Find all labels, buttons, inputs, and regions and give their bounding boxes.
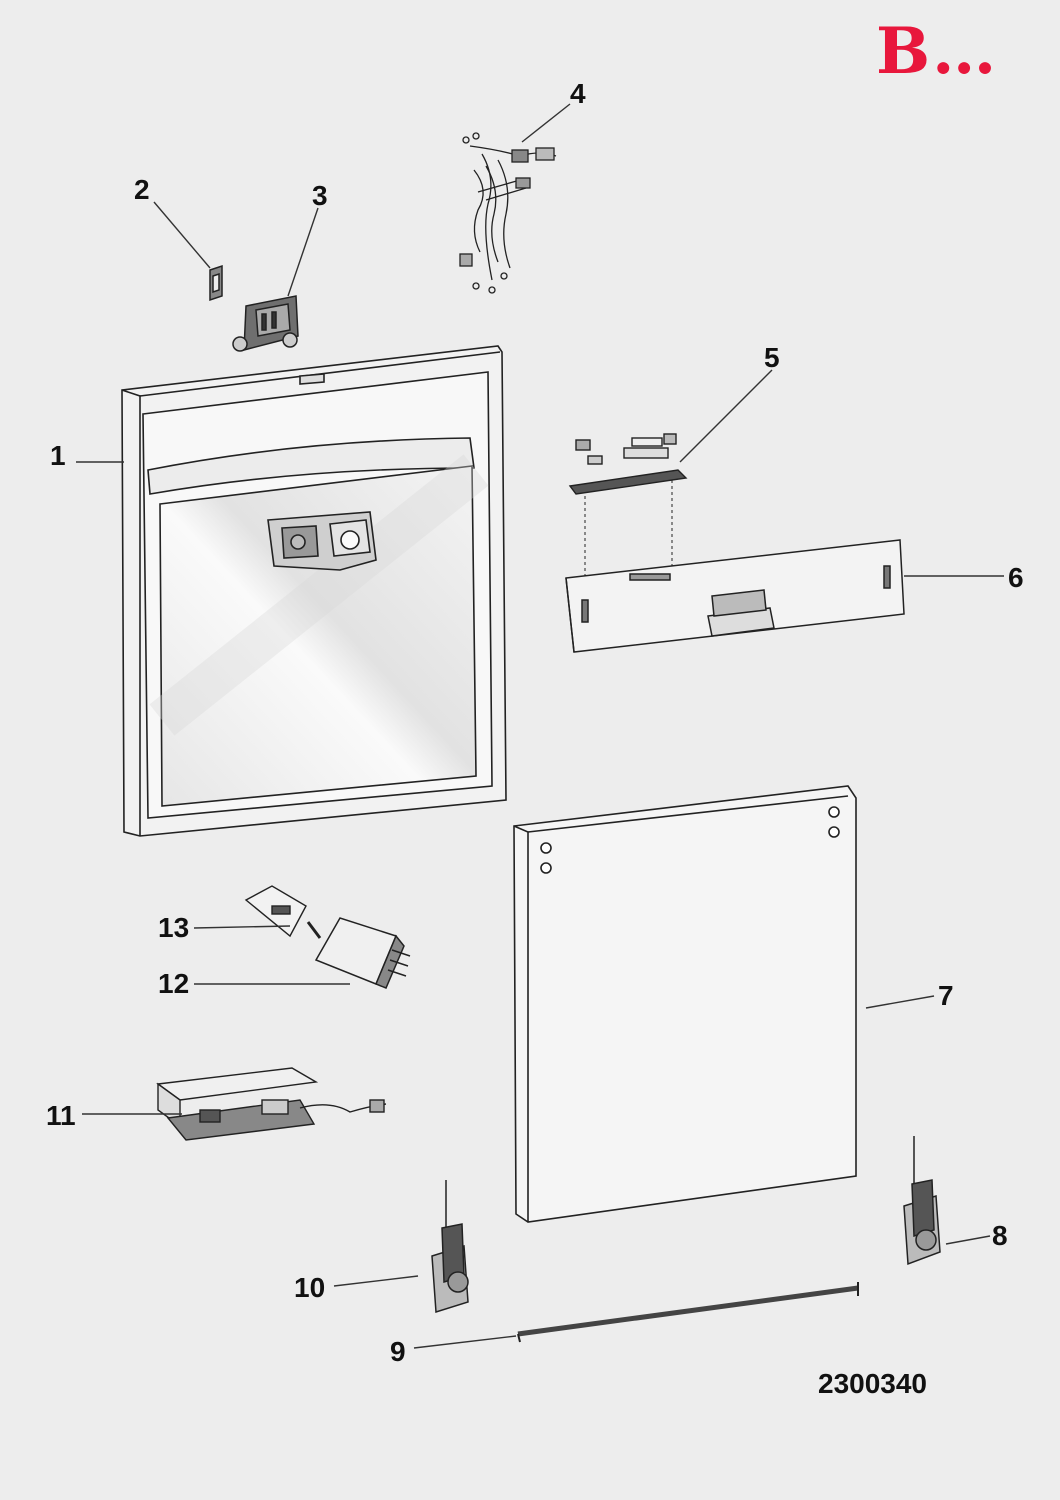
- leader-line-2: [153, 201, 211, 269]
- control-panel-part: [565, 539, 905, 653]
- leader-line-5: [679, 369, 773, 463]
- leader-line-9: [413, 1335, 517, 1349]
- keypad-part: [568, 433, 688, 580]
- callout-5: 5: [764, 342, 780, 373]
- inner-door-part: [121, 345, 507, 837]
- leader-line-7: [865, 995, 935, 1009]
- left-hinge-part: [431, 1180, 469, 1313]
- electronic-board-part: [156, 1067, 387, 1141]
- outer-door-panel-part: [513, 785, 857, 1223]
- latch-clip-part: [209, 264, 223, 302]
- leader-line-10: [333, 1275, 419, 1287]
- corner-brand-mark: B…: [876, 14, 999, 89]
- callout-3: 3: [312, 180, 328, 211]
- callout-2: 2: [134, 174, 150, 205]
- callout-9: 9: [390, 1336, 406, 1367]
- leader-line-4: [521, 103, 571, 143]
- label-plate-part: [244, 885, 322, 939]
- leader-line-13: [193, 925, 291, 929]
- drawing-number: 2300340: [818, 1368, 928, 1399]
- callout-6: 6: [1008, 562, 1024, 593]
- module-box-part: [314, 917, 411, 989]
- leader-line-3: [287, 207, 319, 297]
- callout-7: 7: [938, 980, 954, 1011]
- right-hinge-part: [903, 1136, 941, 1266]
- callout-12: 12: [158, 968, 190, 999]
- callout-10: 10: [294, 1272, 326, 1303]
- leader-line-8: [945, 1235, 991, 1245]
- wiring-harness-part: [459, 132, 557, 294]
- callout-4: 4: [570, 78, 586, 109]
- door-lock-part: [232, 295, 299, 352]
- callout-13: 13: [158, 912, 190, 943]
- leader-lines: [76, 103, 1004, 1349]
- door-bar-part: [517, 1282, 859, 1343]
- callout-8: 8: [992, 1220, 1008, 1251]
- callout-11: 11: [46, 1100, 76, 1131]
- callout-1: 1: [50, 440, 66, 471]
